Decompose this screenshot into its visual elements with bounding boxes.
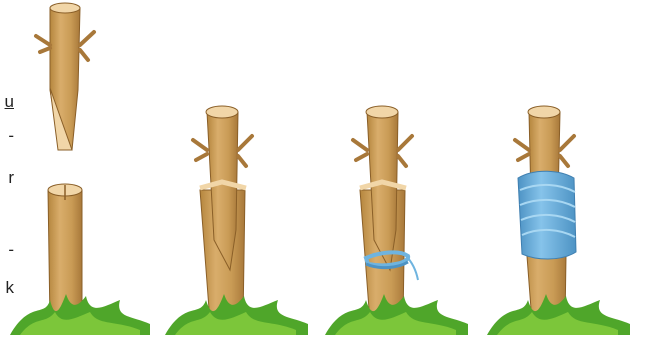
panel-1 (10, 3, 150, 335)
panel-2 (165, 106, 308, 335)
panel-3 (325, 106, 468, 335)
panel-4 (487, 106, 630, 335)
grafting-tape-wrap (518, 171, 576, 259)
scion-piece (36, 3, 94, 150)
